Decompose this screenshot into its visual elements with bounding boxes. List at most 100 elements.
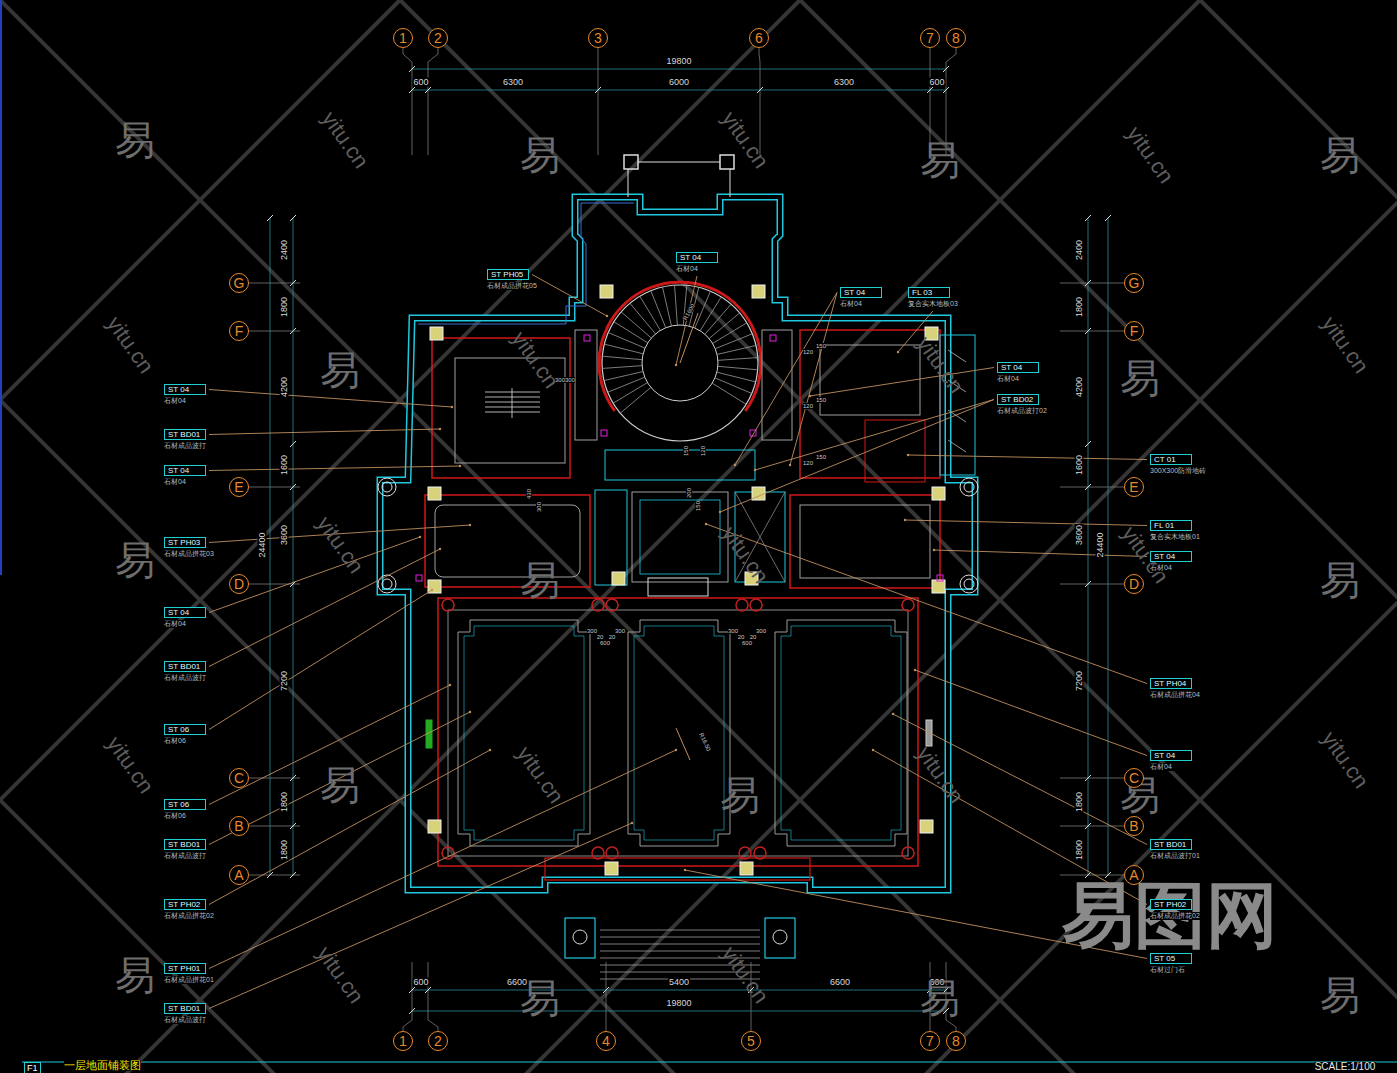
sheet-title: 一层地面铺装图 — [64, 1060, 141, 1071]
grid-axis-name: 5 — [747, 1034, 755, 1048]
dimension-text: 600 — [600, 640, 610, 646]
dim-tick — [1085, 484, 1091, 490]
pillar — [754, 847, 766, 859]
drain-mark — [601, 430, 607, 436]
dim-line — [412, 1011, 946, 1012]
watermark: yitu.cn — [313, 943, 367, 1008]
watermark: 易 — [1120, 358, 1160, 398]
grid-axis-name: C — [234, 771, 244, 785]
material-tag: ST PH03石材成品拼花03 — [164, 531, 214, 558]
grid-axis-name: 3 — [594, 31, 602, 45]
dim-tick — [425, 87, 431, 93]
title-bar-line — [22, 1062, 1397, 1063]
material-name: 石材成品拼花01 — [164, 976, 214, 984]
grid-bubble: 6 — [749, 28, 769, 48]
leader-dot — [419, 536, 421, 538]
watermark: 易 — [320, 765, 360, 805]
material-name: 复合实木地板03 — [908, 300, 958, 308]
leader-line — [209, 466, 460, 471]
leader-line — [209, 429, 440, 435]
column — [430, 327, 443, 340]
dim-tick — [290, 872, 296, 878]
column — [740, 862, 753, 875]
stair-tread — [718, 366, 758, 369]
grid-axis-name: B — [1129, 819, 1138, 833]
leader-line — [810, 368, 994, 397]
material-tag: ST 05石材过门石 — [1150, 947, 1192, 974]
material-tag: CT 01300X300防滑地砖 — [1150, 448, 1206, 475]
dimension-text: 1800 — [280, 296, 289, 318]
leader-dot — [631, 822, 633, 824]
outer-wall — [380, 197, 975, 890]
dimension-text: 1800 — [1075, 791, 1084, 813]
grid-bubble: G — [229, 273, 249, 293]
dimension-text: 300 — [587, 628, 597, 634]
hall-panel — [458, 620, 590, 846]
material-tag: ST PH02石材成品拼花02 — [164, 893, 214, 920]
column — [600, 285, 613, 298]
watermark-band — [0, 0, 800, 1073]
watermark: yitu.cn — [1318, 313, 1372, 378]
service-wall — [762, 330, 792, 440]
watermark: yitu.cn — [513, 743, 567, 808]
material-code: ST PH03 — [164, 537, 206, 548]
dim-tick — [595, 87, 601, 93]
material-code: ST PH01 — [164, 963, 206, 974]
grid-bubble: E — [229, 477, 249, 497]
dim-tick — [603, 987, 609, 993]
dimension-text: 24400 — [1096, 531, 1105, 558]
dimension-text: 120 — [700, 446, 706, 456]
watermark: yitu.cn — [313, 513, 367, 578]
material-code: ST 04 — [997, 362, 1039, 373]
grid-axis-name: 8 — [952, 31, 960, 45]
dim-line — [1088, 218, 1089, 875]
dimension-text: 600 — [928, 78, 945, 87]
watermark: 易 — [115, 955, 155, 995]
material-code: ST BD01 — [1150, 839, 1192, 850]
column — [612, 572, 625, 585]
watermark-band — [0, 0, 1200, 1073]
grid-bubble: E — [1124, 477, 1144, 497]
material-tag: ST 06石材06 — [164, 718, 206, 745]
dim-tick — [943, 87, 949, 93]
dim-tick — [267, 215, 273, 221]
material-name: 石材04 — [1150, 763, 1192, 771]
dimension-text: 6000 — [668, 78, 690, 87]
leader-line — [905, 520, 1147, 526]
leader-line — [676, 276, 697, 365]
floor-pattern — [485, 397, 540, 398]
leader-line — [209, 712, 470, 845]
material-name: 石材04 — [164, 478, 206, 486]
material-tag: ST 04石材04 — [997, 356, 1039, 383]
material-tag: ST PH02石材成品拼花02 — [1150, 893, 1200, 920]
dim-tick — [409, 87, 415, 93]
pillar — [902, 847, 914, 859]
fixture — [648, 578, 708, 596]
grid-line — [428, 962, 438, 1031]
dimension-text: 200 — [686, 488, 692, 498]
grid-axis-name: 1 — [399, 1034, 407, 1048]
leader-dot — [734, 464, 736, 466]
grid-bubble: 1 — [393, 1031, 413, 1051]
dim-tick — [290, 441, 296, 447]
material-tag: ST 04石材04 — [164, 459, 206, 486]
material-tag: ST PH04石材成品拼花04 — [1150, 672, 1200, 699]
dim-tick — [1085, 215, 1091, 221]
watermark: 易 — [520, 560, 560, 600]
leader-dot — [489, 749, 491, 751]
watermark: yitu.cn — [718, 108, 772, 173]
grid-line — [598, 48, 599, 155]
inner-wall-line — [418, 203, 634, 324]
dim-line — [412, 90, 946, 91]
dimension-text: 7200 — [280, 670, 289, 692]
room-wall — [790, 495, 940, 588]
stair-tread — [602, 366, 642, 369]
watermark-band — [0, 0, 100, 1073]
leader-dot — [897, 351, 899, 353]
material-tag: ST PH01 石材成品拼花01 — [164, 957, 214, 984]
leader-line — [209, 823, 632, 1009]
porch-tower — [565, 918, 595, 958]
dimension-text: 600 — [742, 640, 752, 646]
grid-line — [428, 48, 438, 155]
watermark: 易 — [520, 978, 560, 1018]
